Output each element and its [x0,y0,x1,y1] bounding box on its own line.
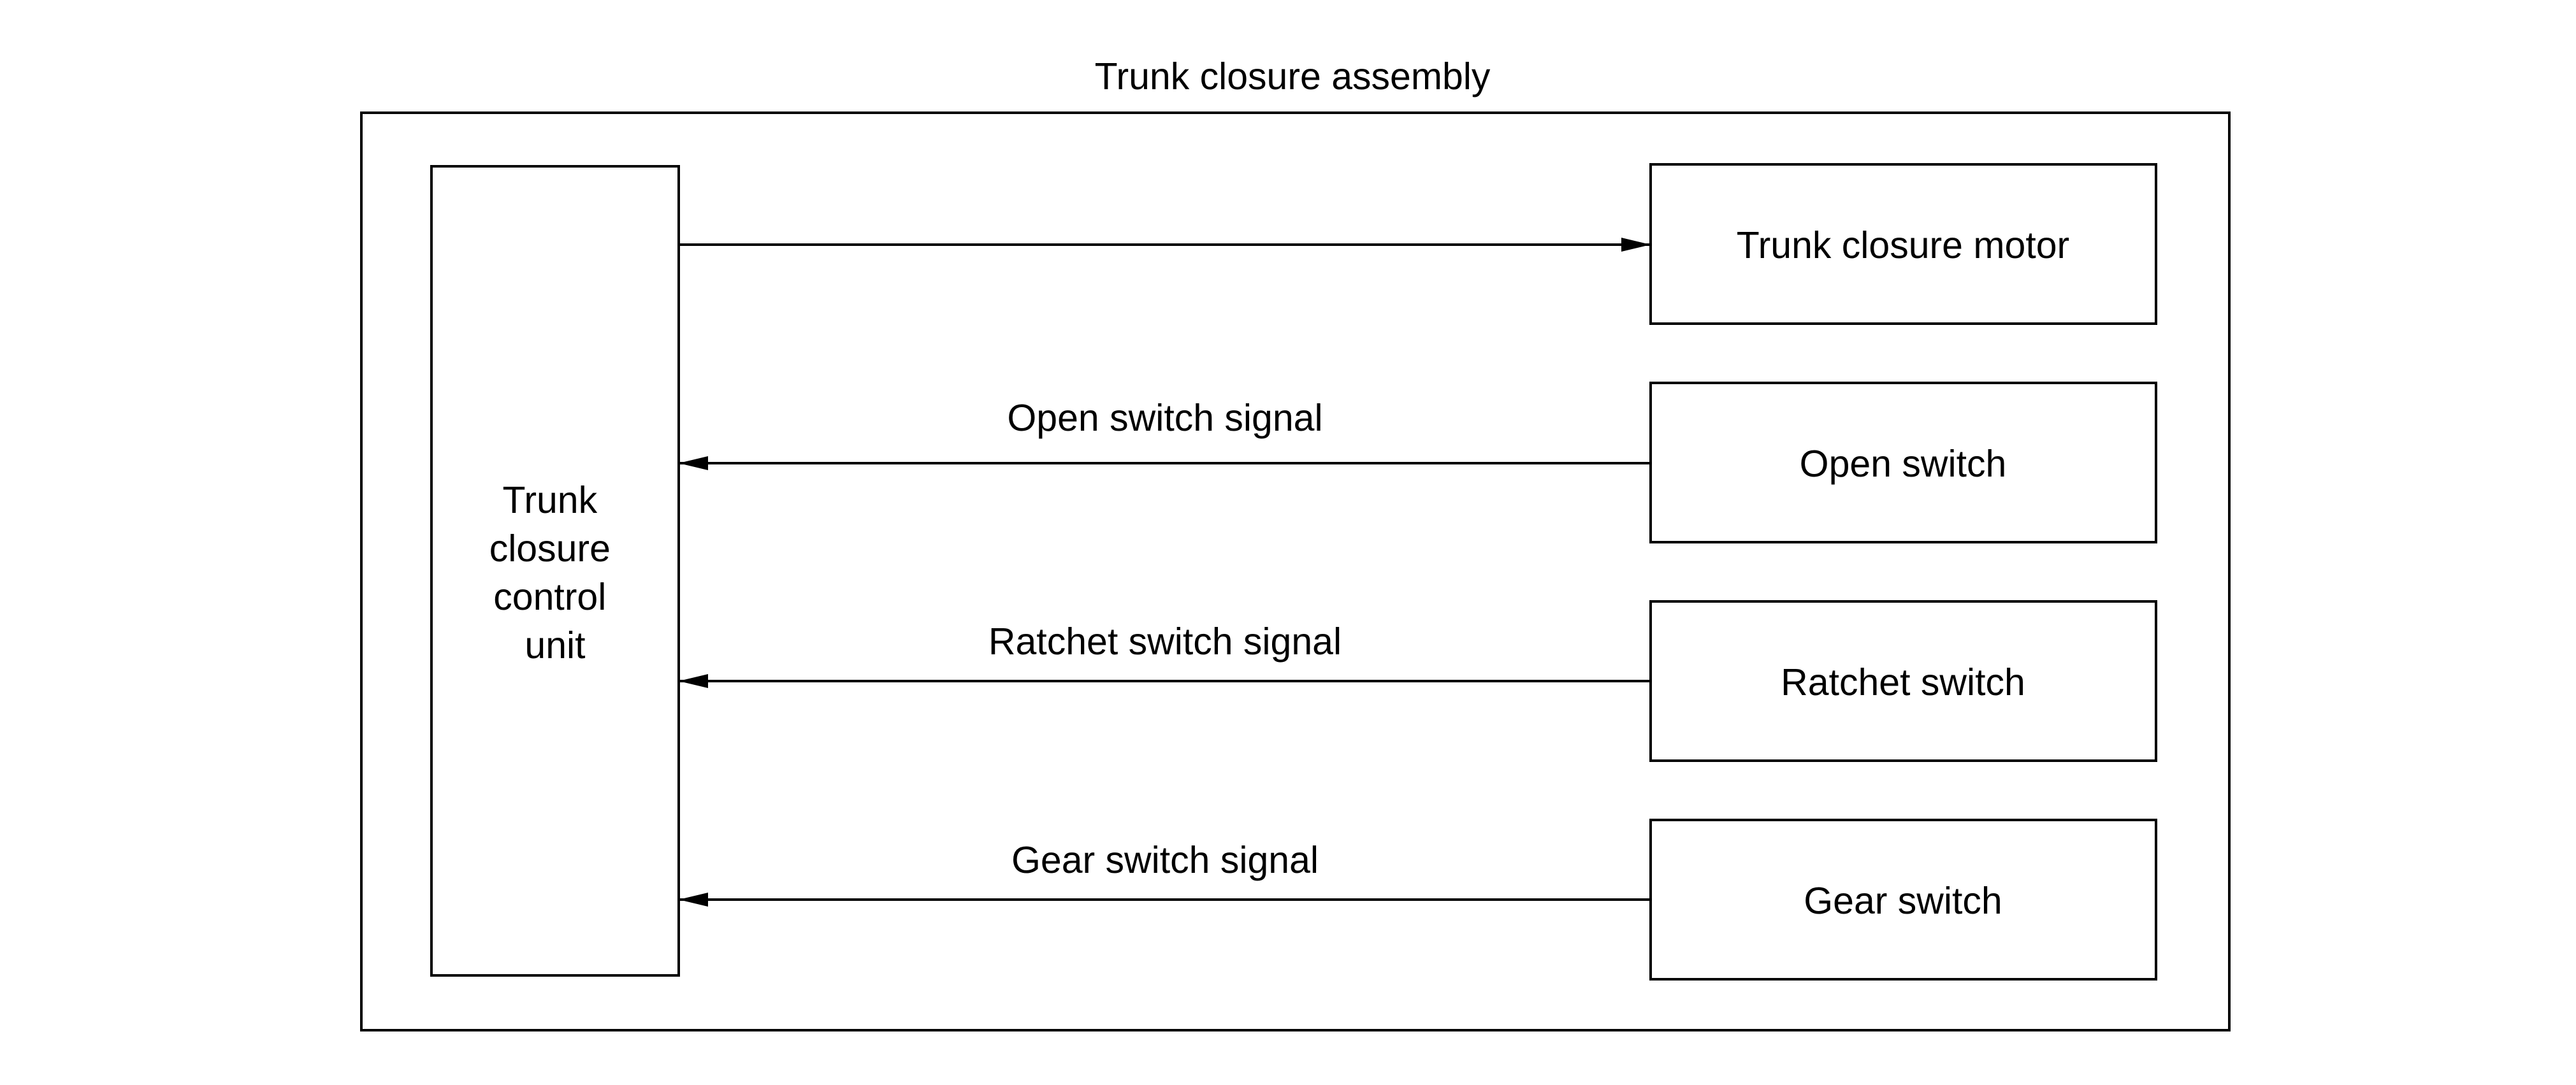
diagram-title: Trunk closure assembly [1095,55,1491,97]
motor-node: Trunk closure motor [1649,163,2157,325]
open-switch-label: Open switch [1800,443,2007,485]
motor-label: Trunk closure motor [1737,224,2069,266]
assembly-boundary [360,111,2231,1031]
ratchet-switch-signal-label: Ratchet switch signal [988,621,1342,663]
control-unit-label-line: closure [489,528,611,570]
control-unit-node: Trunk closure control unit [430,165,680,977]
open-switch-signal-label: Open switch signal [1007,397,1322,439]
gear-switch-node: Gear switch [1649,819,2157,981]
control-unit-label-line: control [493,576,606,618]
control-unit-label-line: Trunk [502,479,597,521]
gear-switch-label: Gear switch [1804,880,2002,922]
control-unit-box [430,165,680,977]
ratchet-switch-node: Ratchet switch [1649,600,2157,762]
gear-switch-signal-label: Gear switch signal [1011,839,1319,881]
ratchet-switch-label: Ratchet switch [1781,661,2025,703]
control-unit-label-line: unit [525,624,585,666]
control-unit-label: Trunk closure control unit [489,479,621,666]
open-switch-node: Open switch [1649,382,2157,543]
